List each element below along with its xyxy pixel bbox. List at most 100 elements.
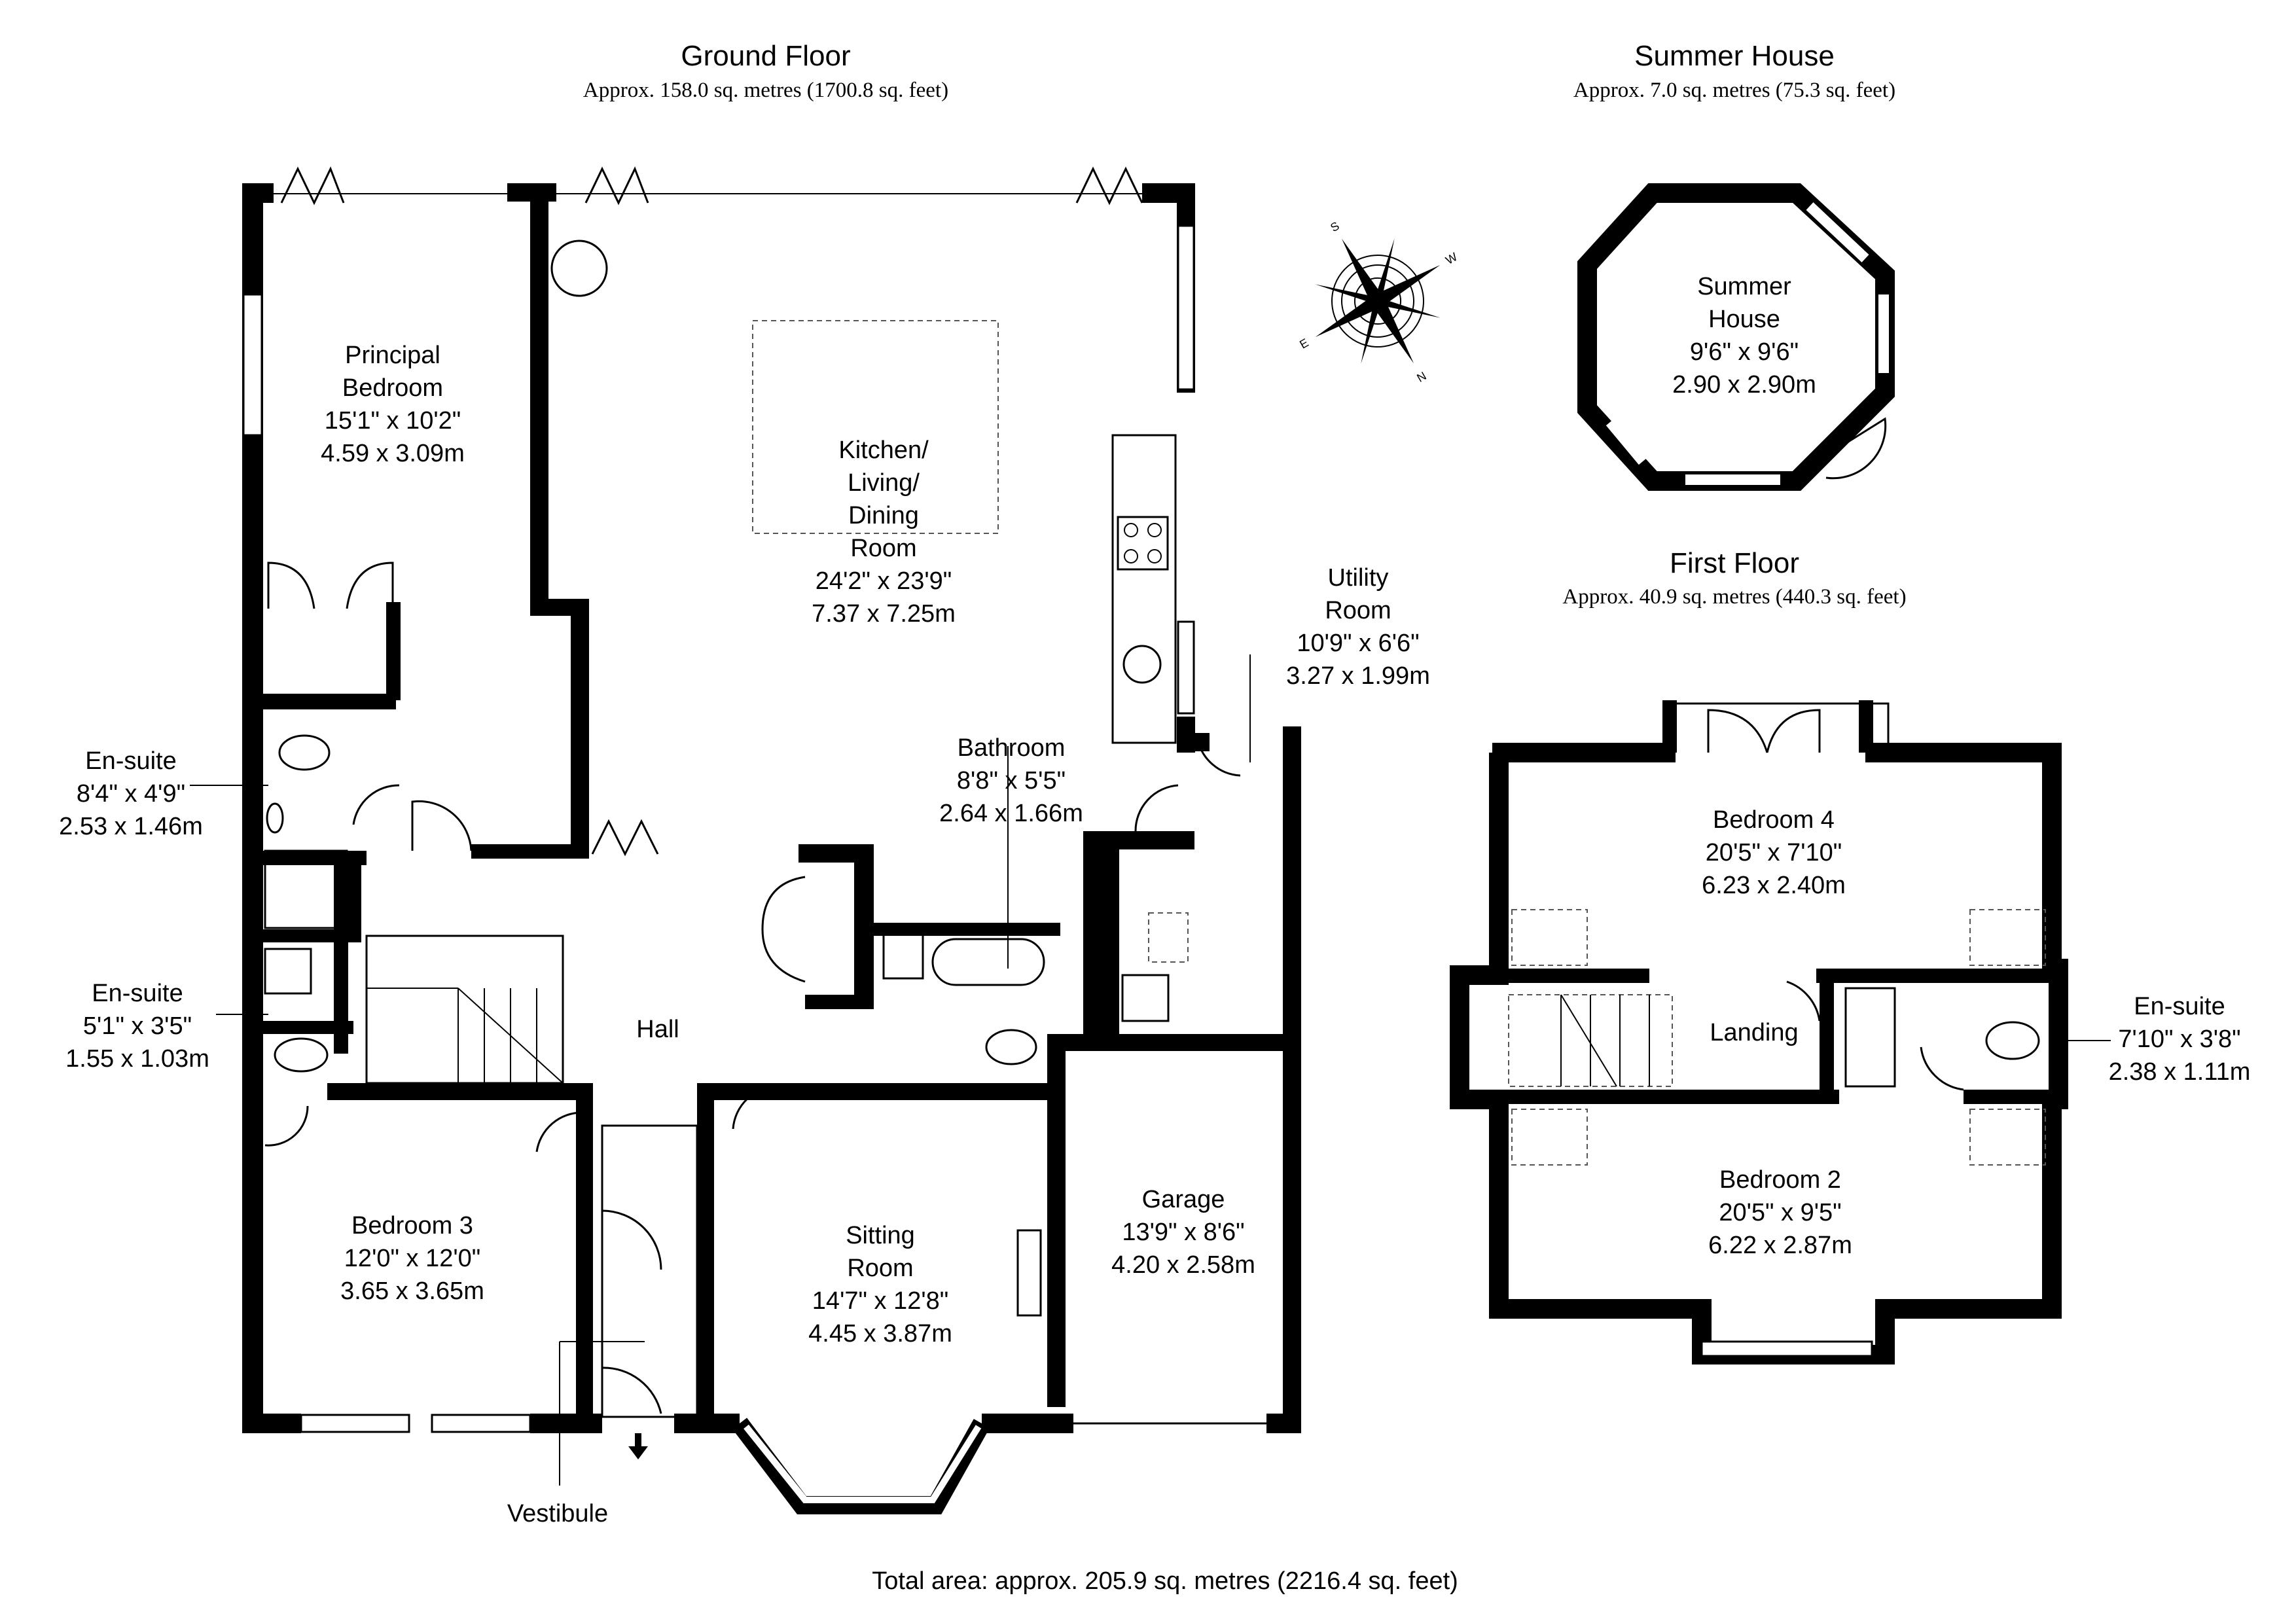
ensuite-basin [266,802,284,834]
sitting-room-imperial: 14'7" x 12'8" [812,1287,948,1315]
ensuite3-toilet [1985,1021,2040,1060]
garage-name: Garage [1142,1186,1225,1213]
bathroom-imperial: 8'8" x 5'5" [957,767,1066,794]
vestibule-inner-door [601,1209,662,1270]
hall-name: Hall [636,1016,679,1043]
ensuite2-metric: 1.55 x 1.03m [65,1045,209,1073]
bedroom2-name: Bedroom 2 [1719,1166,1841,1194]
bedroom4-rooflight-2 [1969,909,2046,966]
ensuite2-toilet [274,1037,329,1073]
ensuite3-door [1920,1046,1964,1091]
ensuite2-imperial: 5'1" x 3'5" [83,1012,192,1040]
kitchen-worktop [1111,434,1177,744]
principal-bedroom-name-2: Bedroom [342,374,443,402]
compass-s: N [1414,369,1428,385]
compass-rose-icon: S N E W [1297,219,1460,385]
utility-name-1: Utility [1328,564,1389,592]
bedroom3-imperial: 12'0" x 12'0" [344,1245,480,1272]
compass-e: E [1297,336,1310,351]
landing-door [1786,980,1821,1022]
ensuite3-imperial: 7'10" x 3'8" [2118,1026,2240,1053]
hob-icon [1117,516,1169,571]
summer-house-area: Approx. 7.0 sq. metres (75.3 sq. feet) [1573,79,1895,102]
bifold-door-kitchen-1 [584,166,649,205]
first-floor-walls [1450,743,2068,1364]
utility-appliance [1148,912,1189,963]
bedroom4-imperial: 20'5" x 7'10" [1706,839,1842,866]
bathroom-basin [882,931,924,980]
ensuite3-name: En-suite [2134,993,2225,1020]
bifold-door-principal [280,166,345,205]
ensuite1-imperial: 8'4" x 4'9" [77,780,185,808]
ensuite1-metric: 2.53 x 1.46m [59,813,203,840]
kitchen-name-1: Kitchen/ [838,437,929,464]
bedroom3-door [535,1111,583,1152]
summer-house-title: Summer House [1634,40,1835,72]
ground-floor-title: Ground Floor [681,40,850,72]
summer-house-imperial: 9'6" x 9'6" [1690,338,1799,366]
ensuite-door [411,800,473,851]
compass-w: W [1443,250,1460,267]
utility-name-2: Room [1325,597,1391,624]
entrance-arrow-icon [628,1433,648,1459]
vestibule-name: Vestibule [507,1500,608,1527]
ensuite3-metric: 2.38 x 1.11m [2109,1058,2251,1086]
kitchen-window [1177,224,1195,391]
sitting-room-metric: 4.45 x 3.87m [808,1320,952,1347]
utility-door [1196,739,1241,777]
summer-house-plan [1577,183,1895,491]
bay-window [732,1418,990,1514]
utility-metric: 3.27 x 1.99m [1286,662,1430,690]
bifold-door-hall [591,819,659,857]
kitchen-name-2: Living/ [848,469,920,497]
ensuite-toilet [278,734,331,771]
bedroom4-rooflight-1 [1511,909,1588,966]
first-floor-plan [1450,700,2111,1364]
first-floor-title: First Floor [1670,547,1799,579]
kitchen-name-4: Room [850,535,916,562]
bathroom-toilet [985,1029,1037,1065]
ensuite2-door [264,1105,309,1147]
fireplace [1016,1229,1042,1317]
kitchen-pendant [550,240,608,297]
total-area: Total area: approx. 205.9 sq. metres (22… [872,1567,1458,1595]
garage-metric: 4.20 x 2.58m [1111,1251,1255,1279]
first-floor-area: Approx. 40.9 sq. metres (440.3 sq. feet) [1562,585,1906,609]
principal-bedroom-window [242,293,263,437]
ground-floor-plan [190,166,1301,1514]
bedroom3-window-2 [431,1414,531,1433]
ensuite2-name: En-suite [92,980,183,1007]
bedroom2-window [1700,1340,1873,1357]
utility-inner-door [1134,784,1179,832]
landing-name: Landing [1710,1019,1798,1046]
first-floor-stairs [1508,994,1673,1087]
kitchen-imperial: 24'2" x 23'9" [816,567,952,595]
bedroom4-metric: 6.23 x 2.40m [1702,872,1846,899]
bathroom-metric: 2.64 x 1.66m [939,800,1083,827]
bedroom3-metric: 3.65 x 3.65m [340,1277,484,1305]
kitchen-metric: 7.37 x 7.25m [812,600,956,628]
vestibule-walls [601,1124,698,1418]
front-door [601,1366,662,1414]
bath-tub [931,938,1045,986]
summer-house-name-2: House [1708,306,1780,333]
ground-floor-area: Approx. 158.0 sq. metres (1700.8 sq. fee… [583,79,948,102]
sitting-room-name-2: Room [847,1255,913,1282]
ensuite3-shower [1844,987,1896,1088]
sitting-room-name-1: Sitting [846,1222,915,1249]
kitchen-window-2 [1177,620,1195,715]
ensuite1-name: En-suite [85,747,176,775]
bay-glass [744,1424,982,1503]
bedroom2-rooflight-2 [1969,1109,2046,1166]
bedroom4-name: Bedroom 4 [1713,806,1835,834]
sink-icon [1122,645,1162,684]
summer-house-name-1: Summer [1697,273,1791,300]
bedroom2-metric: 6.22 x 2.87m [1708,1232,1852,1259]
hall-cupboard-doors [761,876,806,983]
principal-bedroom-metric: 4.59 x 3.09m [321,440,465,467]
principal-bedroom-name-1: Principal [345,342,440,369]
bifold-door-kitchen-2 [1075,166,1143,205]
bedroom3-window-1 [300,1414,410,1433]
balcony [1671,702,1890,753]
